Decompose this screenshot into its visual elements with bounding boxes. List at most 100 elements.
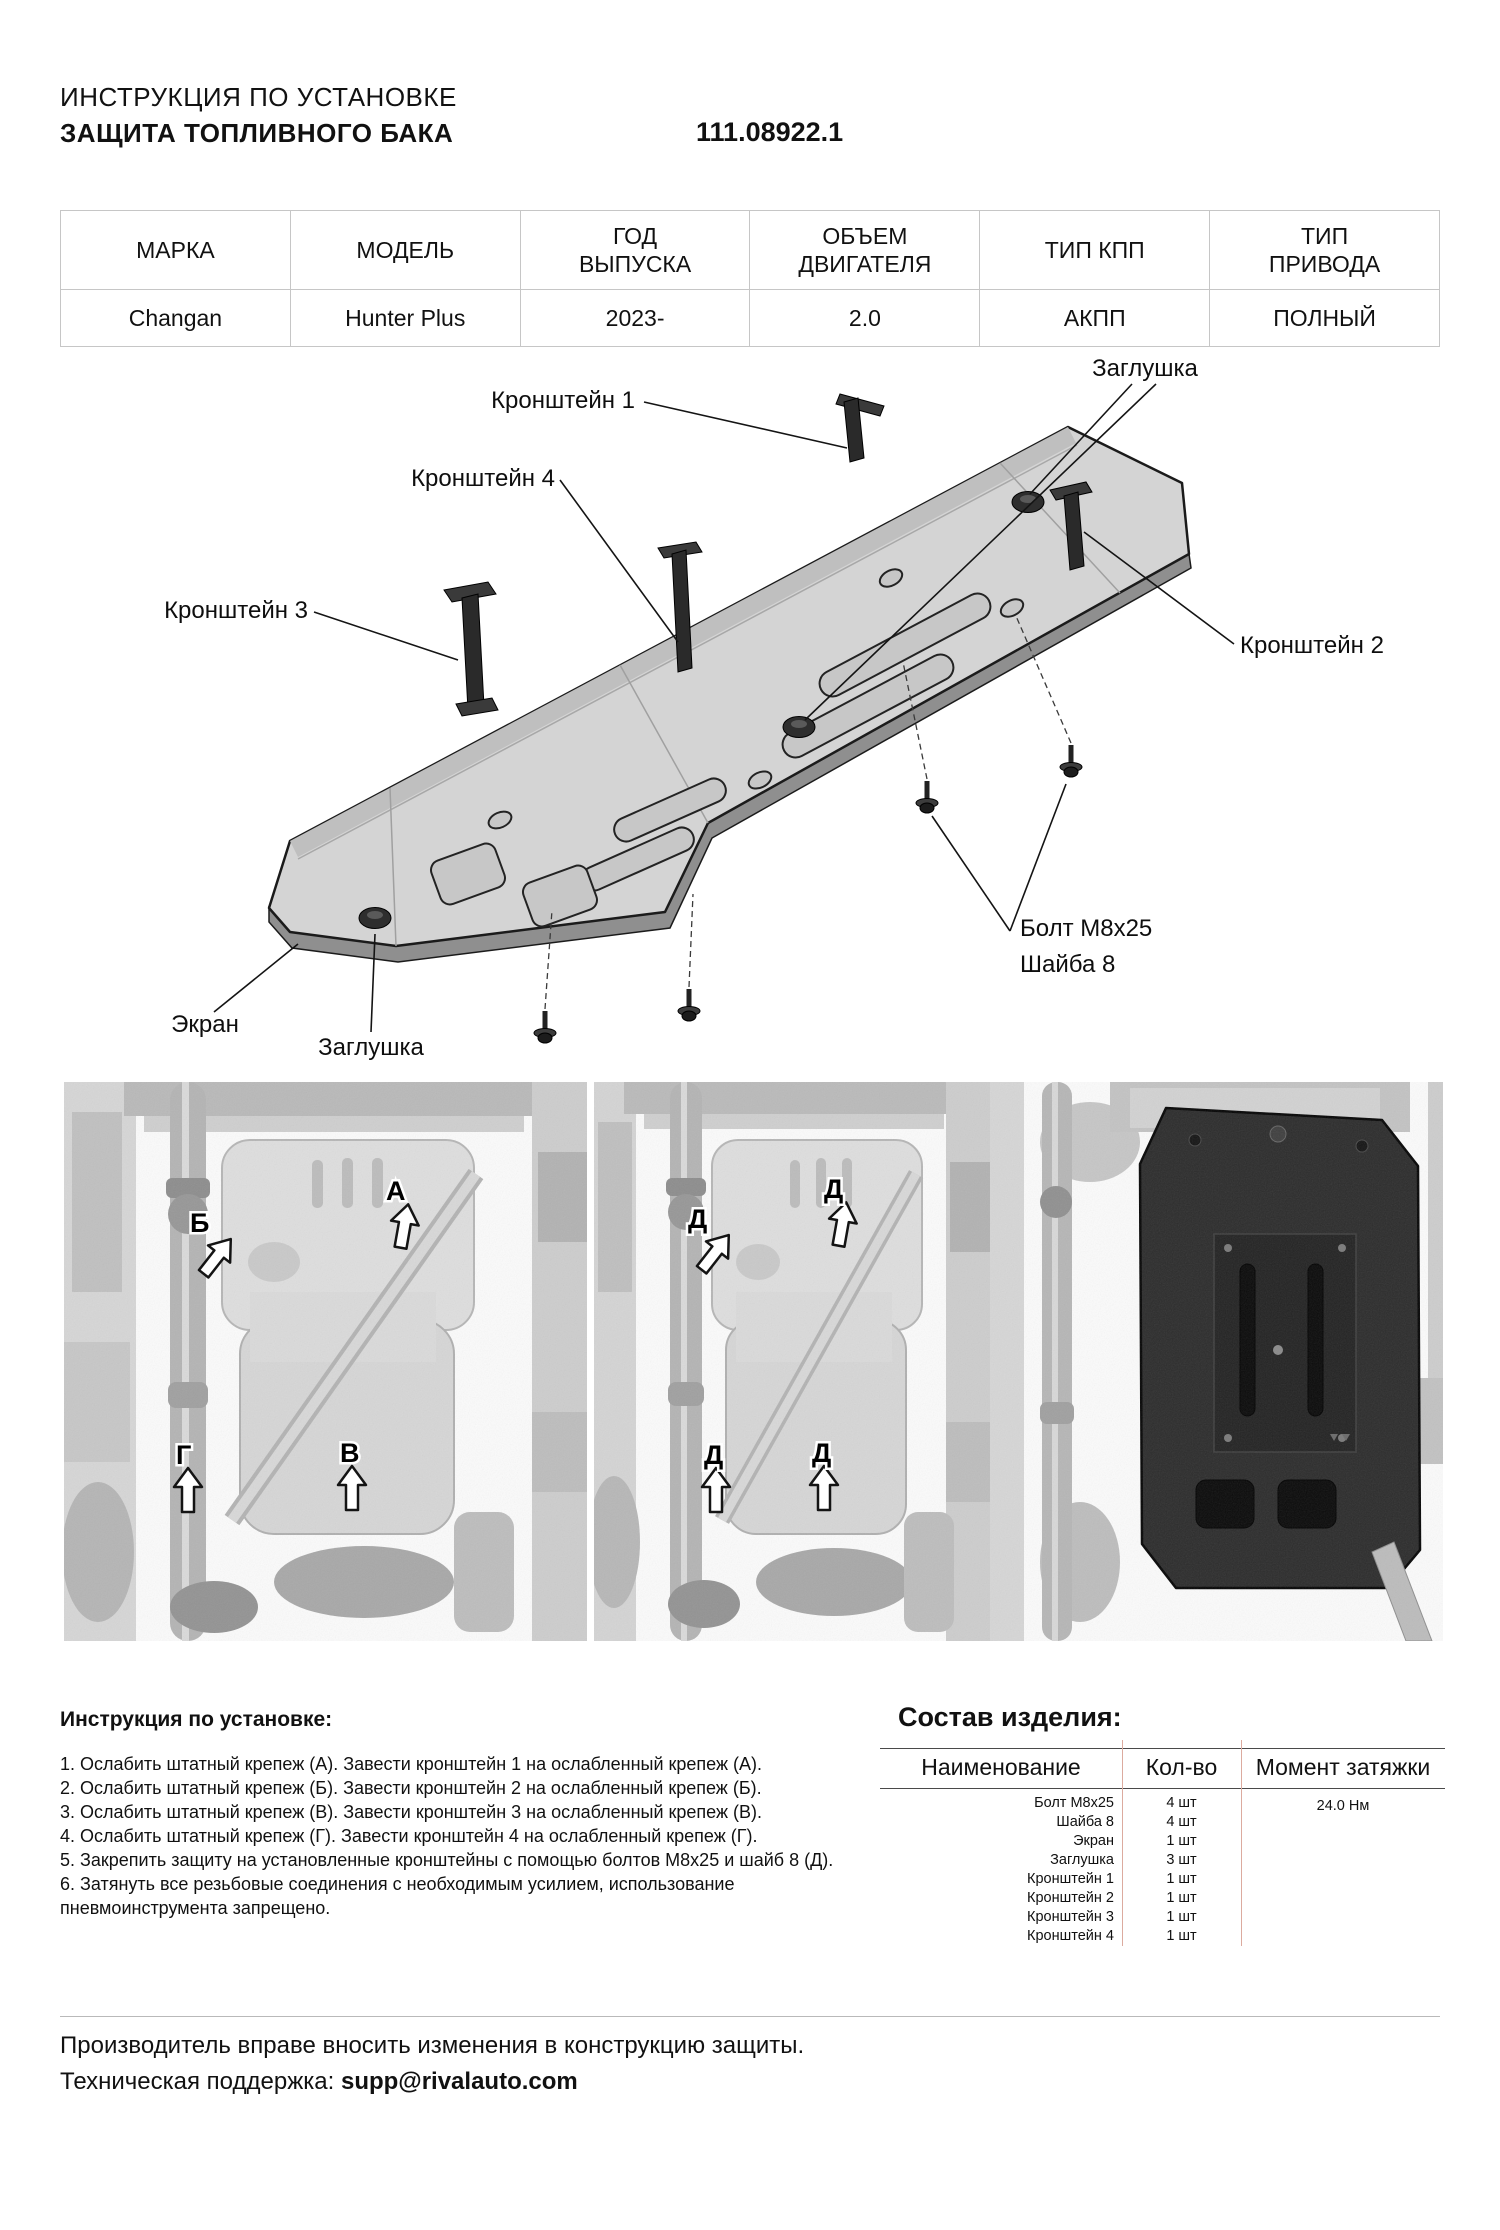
installation-diagram: Кронштейн 1 Заглушка Кронштейн 4 Кронште… xyxy=(60,350,1440,1085)
torque-value: 24.0 Нм xyxy=(1316,1798,1370,1814)
parts-col-torque: Момент затяжки xyxy=(1255,1754,1431,1780)
footer-note: Производитель вправе вносить изменения в… xyxy=(60,2032,805,2059)
parts-column-line xyxy=(1122,1740,1123,1946)
marker-letter: Д xyxy=(704,1440,723,1470)
bolt-2 xyxy=(1059,745,1083,778)
marker-letter: А xyxy=(386,1176,406,1206)
label-plug-top: Заглушка xyxy=(1092,355,1198,382)
support-label: Техническая поддержка: xyxy=(60,2068,341,2095)
part-name: Кронштейн 1 xyxy=(1027,1871,1114,1887)
parts-row: Кронштейн 1 1 шт xyxy=(880,1870,1241,1889)
parts-divider-line xyxy=(880,1788,1445,1789)
parts-row: Шайба 8 4 шт xyxy=(880,1813,1241,1832)
parts-rows: Болт М8х25 4 шт Шайба 8 4 шт Экран 1 шт Заг… xyxy=(880,1794,1241,1946)
plate-cutouts xyxy=(430,568,1025,928)
guard-diagram-svg: Кронштейн 1 Заглушка Кронштейн 4 Кронште… xyxy=(164,355,1384,1061)
doc-title: ЗАЩИТА ТОПЛИВНОГО БАКА xyxy=(60,118,454,148)
support-email: supp@rivalauto.com xyxy=(340,2068,578,2095)
instruction-step: 6. Затянуть все резьбовые соединения с н… xyxy=(60,1874,735,1918)
part-number: 111.08922.1 xyxy=(696,117,844,147)
instruction-step: 2. Ослабить штатный крепеж (Б). Завести … xyxy=(60,1778,762,1798)
part-name: Шайба 8 xyxy=(1056,1814,1114,1830)
parts-row: Болт М8х25 4 шт xyxy=(880,1794,1241,1813)
marker-letter: В xyxy=(340,1438,360,1468)
spec-value-cell: АКПП xyxy=(979,289,1211,347)
marker-letter: Б xyxy=(190,1208,209,1238)
part-name: Заглушка xyxy=(1050,1852,1114,1868)
bolt-1 xyxy=(915,781,939,814)
spec-header-cell: ТИП ПРИВОДА xyxy=(1209,210,1440,290)
spec-header-cell: ОБЪЕМ ДВИГАТЕЛЯ xyxy=(749,210,981,290)
parts-row: Экран 1 шт xyxy=(880,1832,1241,1851)
bracket-1 xyxy=(835,393,885,463)
part-name: Болт М8х25 xyxy=(1034,1795,1114,1811)
parts-row: Кронштейн 3 1 шт xyxy=(880,1908,1241,1927)
spec-header-cell: ТИП КПП xyxy=(979,210,1211,290)
part-name: Кронштейн 2 xyxy=(1027,1890,1114,1906)
part-name: Кронштейн 4 xyxy=(1027,1928,1114,1944)
spec-header-cell: ГОД ВЫПУСКА xyxy=(519,210,751,290)
fold-line xyxy=(389,787,397,947)
label-bracket-4: Кронштейн 4 xyxy=(411,465,555,492)
plug-top xyxy=(1011,491,1045,513)
instruction-step: 3. Ослабить штатный крепеж (В). Завести … xyxy=(60,1802,763,1822)
part-qty: 1 шт xyxy=(1166,1833,1197,1849)
photo-underside-bolts: Д Д Д Д xyxy=(594,1082,990,1641)
part-qty: 3 шт xyxy=(1166,1852,1197,1868)
spec-header-cell: МАРКА xyxy=(60,210,291,290)
part-qty: 1 шт xyxy=(1166,1909,1197,1925)
marker-letter: Д xyxy=(812,1438,831,1468)
doc-subtitle: ИНСТРУКЦИЯ ПО УСТАНОВКЕ xyxy=(60,82,457,112)
parts-row: Заглушка 3 шт xyxy=(880,1851,1241,1870)
parts-divider-line xyxy=(880,1748,1445,1749)
instructions-section: Инструкция по установке: 1. Ослабить шта… xyxy=(60,1708,850,1920)
label-bracket-3: Кронштейн 3 xyxy=(164,597,308,624)
instructions-title: Инструкция по установке: xyxy=(60,1708,333,1731)
parts-col-name: Наименование xyxy=(921,1754,1081,1780)
label-screen: Экран xyxy=(171,1011,239,1038)
footer-divider xyxy=(60,2016,1440,2017)
part-qty: 1 шт xyxy=(1166,1871,1197,1887)
spec-table: МАРКА МОДЕЛЬ ГОД ВЫПУСКА ОБЪЕМ ДВИГАТЕЛЯ… xyxy=(60,210,1440,347)
part-qty: 1 шт xyxy=(1166,1890,1197,1906)
assembly-lines xyxy=(544,615,1072,1010)
plug-center xyxy=(782,716,816,738)
instruction-step: 1. Ослабить штатный крепеж (А). Завести … xyxy=(60,1754,763,1774)
instruction-step: 5. Закрепить защиту на установленные кро… xyxy=(60,1850,834,1870)
parts-title: Состав изделия: xyxy=(898,1702,1122,1732)
parts-row: Кронштейн 2 1 шт xyxy=(880,1889,1241,1908)
label-plug-bottom: Заглушка xyxy=(318,1034,424,1061)
label-bolt: Болт М8х25 xyxy=(1020,915,1152,942)
bracket-3 xyxy=(443,581,499,717)
label-washer: Шайба 8 xyxy=(1020,951,1115,978)
guard-plate-face xyxy=(267,425,1191,948)
marker-letter: Г xyxy=(176,1440,191,1470)
bolt-4 xyxy=(677,989,701,1022)
parts-col-qty: Кол-во xyxy=(1145,1754,1218,1780)
part-qty: 4 шт xyxy=(1166,1795,1197,1811)
photo-underside-mounts: Б А Г В xyxy=(64,1082,587,1641)
spec-value-cell: 2.0 xyxy=(749,289,981,347)
fold-line xyxy=(999,462,1121,594)
label-bracket-1: Кронштейн 1 xyxy=(491,387,635,414)
marker-letter: Д xyxy=(688,1204,707,1234)
spec-header-cell: МОДЕЛЬ xyxy=(289,210,521,290)
part-qty: 1 шт xyxy=(1166,1928,1197,1944)
spec-value-cell: ПОЛНЫЙ xyxy=(1209,289,1440,347)
part-qty: 4 шт xyxy=(1166,1814,1197,1830)
spec-value-cell: 2023- xyxy=(519,289,751,347)
plug-bottom xyxy=(358,907,392,929)
part-name: Экран xyxy=(1073,1833,1114,1849)
marker-letter: Д xyxy=(824,1174,843,1204)
bracket-2 xyxy=(1049,481,1093,571)
photo-guard-installed xyxy=(990,1082,1443,1641)
footer-support: Техническая поддержка: supp@rivalauto.co… xyxy=(60,2068,578,2096)
spec-value-cell: Hunter Plus xyxy=(289,289,521,347)
parts-row: Кронштейн 4 1 шт xyxy=(880,1927,1241,1946)
parts-section: Состав изделия: Наименование Кол-во Моме… xyxy=(880,1702,1445,1962)
label-bracket-2: Кронштейн 2 xyxy=(1240,632,1384,659)
part-name: Кронштейн 3 xyxy=(1027,1909,1114,1925)
spec-value-cell: Changan xyxy=(60,289,291,347)
parts-column-line xyxy=(1241,1740,1242,1946)
